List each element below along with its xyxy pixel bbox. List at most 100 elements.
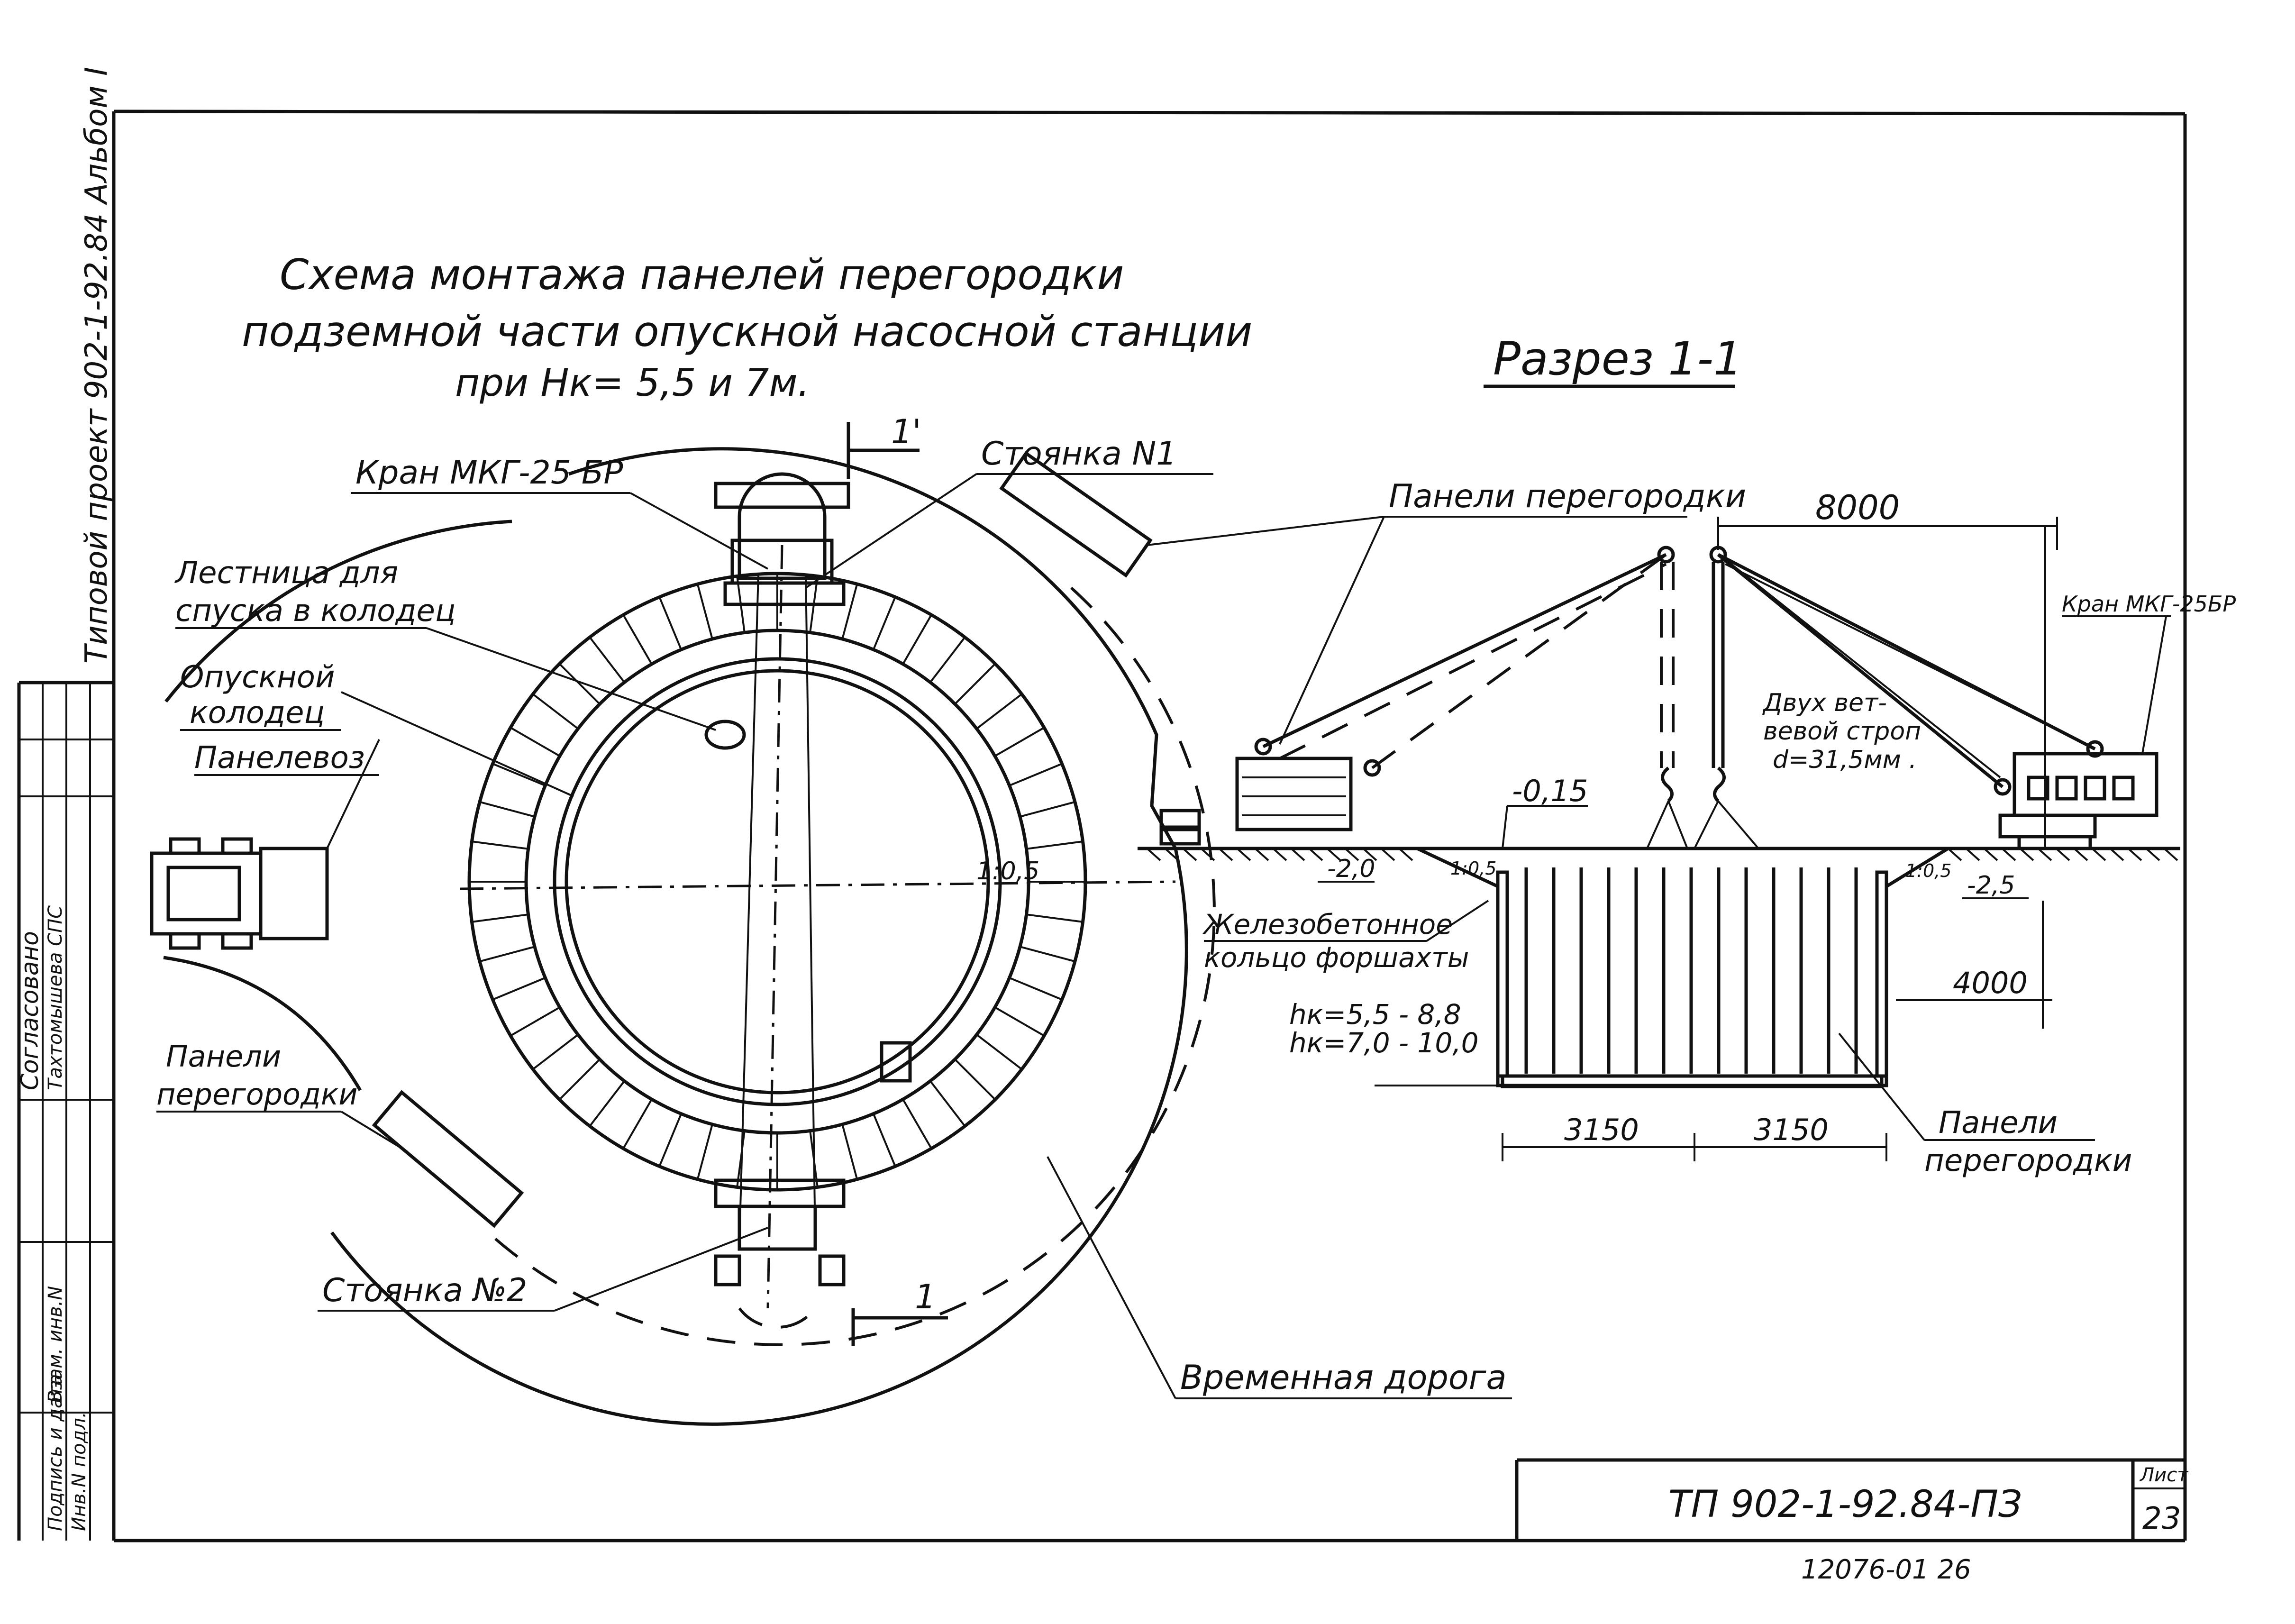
album-stamp: Типовой проект 902-1-92.84 Альбом I — [79, 67, 114, 664]
stamp-inv-orig: Инв.N подл. — [68, 1412, 90, 1531]
stamp-inv-repl: Взам. инв.N — [45, 1286, 66, 1403]
label-parking2: Стоянка №2 — [322, 1272, 527, 1309]
slope-label-plan: 1:0,5 — [976, 857, 1039, 885]
footer-note: 12076-01 26 — [1801, 1554, 1971, 1585]
well-ring-left — [1496, 870, 1509, 1078]
crane-bottom-track — [714, 1178, 846, 1208]
label-well-2: колодец — [190, 695, 325, 730]
label-ladder-2: спуска в колодец — [175, 593, 455, 629]
ground-hatch-stroke — [1200, 848, 1215, 861]
label-panels-plan-1: Панели — [166, 1039, 281, 1074]
elev-top: -0,15 — [1512, 774, 1588, 808]
title-line1: Схема монтажа панелей перегородки — [280, 250, 1124, 299]
slope-left: 1:0,5 — [1450, 858, 1496, 879]
ring-tick — [1009, 763, 1063, 787]
centre-line-horizontal — [459, 880, 1176, 890]
ring-tick — [658, 596, 683, 650]
ring-tick — [532, 693, 579, 730]
ground-hatch-stroke — [1236, 848, 1251, 861]
ring-tick — [1009, 976, 1063, 1001]
ring-tick — [902, 1098, 932, 1149]
elev-left: -2,0 — [1327, 855, 1375, 883]
ring-tick — [558, 1058, 601, 1101]
stamp-agreed-row: Тахтомышева СПС — [45, 905, 66, 1090]
ring-tick — [994, 1006, 1045, 1037]
ground-hatch-stroke — [2109, 848, 2124, 861]
crane-top-track-upper — [714, 482, 850, 509]
ground-hatch-stroke — [1398, 848, 1413, 861]
ground-hatch-stroke — [1182, 848, 1197, 861]
title-block-sheet-number: 23 — [2142, 1501, 2181, 1536]
crane-right-boom — [1717, 553, 2004, 788]
well-ring-right — [1875, 870, 1888, 1078]
crane-top-track-lower — [723, 581, 846, 606]
stamp-agreed: Согласовано — [16, 931, 44, 1090]
label-sling-1: Двух вет- — [1762, 689, 1887, 717]
ring-tick — [902, 614, 932, 665]
section-view: 8000 Кран МКГ-25БР 4000 3150 3150 -0,15 … — [1138, 478, 2236, 1178]
ring-tick — [841, 1124, 858, 1180]
ground-hatch-stroke — [1254, 848, 1269, 861]
excavation-outline — [330, 447, 1188, 1426]
pit-floor-slab — [1501, 1074, 1884, 1088]
ground-hatch-stroke — [2145, 848, 2160, 861]
foreshaft-ring-inner — [524, 629, 1030, 1135]
ring-tick — [1020, 946, 1075, 963]
label-temp-road: Временная дорога — [1180, 1358, 1506, 1397]
ring-tick — [510, 727, 561, 757]
dim-8000: 8000 — [1815, 488, 1900, 527]
well-wall-inner — [565, 669, 990, 1095]
stored-panels-bottom — [372, 1090, 524, 1228]
label-panels-section-1: Панели — [1939, 1105, 2058, 1140]
ring-tick — [622, 614, 653, 665]
ground-hatch-stroke — [1362, 848, 1377, 861]
title-block-sheet-label: Лист — [2139, 1464, 2189, 1486]
stored-panels-top — [999, 451, 1153, 578]
ring-tick — [872, 1113, 896, 1167]
well-wall-outer — [553, 657, 1002, 1106]
label-panels-section-2: перегородки — [1924, 1143, 2132, 1178]
label-depth-2: hк=7,0 - 10,0 — [1289, 1027, 1479, 1059]
label-well-1: Опускной — [180, 660, 335, 695]
ground-hatch-stroke — [1146, 848, 1161, 861]
ground-hatch-stroke — [2019, 848, 2034, 861]
cut-mark-top: 1' — [891, 412, 921, 451]
ring-tick — [589, 1080, 625, 1127]
stamp-sign-date: Подпись и дата — [45, 1374, 66, 1531]
label-ladder-1: Лестница для — [174, 556, 398, 591]
ring-tick — [558, 663, 601, 705]
ladder-symbol — [704, 720, 746, 750]
dim-3150-right: 3150 — [1754, 1113, 1829, 1147]
ring-tick — [510, 1006, 561, 1037]
ring-tick — [472, 913, 528, 923]
cut-mark-bottom: 1 — [915, 1277, 936, 1316]
title-line3: при Нк= 5,5 и 7м. — [455, 361, 810, 405]
panel-stack-in-pit — [1524, 867, 1858, 1074]
ring-tick — [472, 840, 528, 850]
ring-tick — [1026, 840, 1083, 850]
crane-swing-arc — [487, 586, 1216, 1346]
title-line2: подземной части опускной насосной станци… — [242, 307, 1252, 356]
label-panel-carrier: Панелевоз — [194, 740, 365, 776]
ground-hatch-stroke — [1983, 848, 1998, 861]
ring-tick — [696, 1124, 713, 1180]
ground-hatch-stroke — [1326, 848, 1341, 861]
panel-carrier-cab — [259, 847, 329, 940]
label-sling-3: d=31,5мм . — [1773, 746, 1917, 774]
ring-tick — [696, 584, 713, 639]
excavation-outline-left — [164, 520, 512, 703]
ground-hatch-stroke — [1272, 848, 1287, 861]
section-title: Разрез 1-1 — [1493, 332, 1742, 385]
ring-tick — [1020, 801, 1075, 818]
ring-tick — [954, 1058, 996, 1101]
ground-hatching — [1146, 848, 2178, 861]
ring-tick — [532, 1034, 579, 1070]
ring-tick — [976, 693, 1022, 730]
dim-4000: 4000 — [1953, 966, 2028, 1000]
ring-tick — [929, 637, 966, 683]
ground-hatch-stroke — [1218, 848, 1233, 861]
title-block-code: ТП 902-1-92.84-ПЗ — [1668, 1483, 2022, 1526]
label-panels-plan-2: перегородки — [156, 1077, 358, 1112]
ground-hatch-stroke — [1380, 848, 1395, 861]
